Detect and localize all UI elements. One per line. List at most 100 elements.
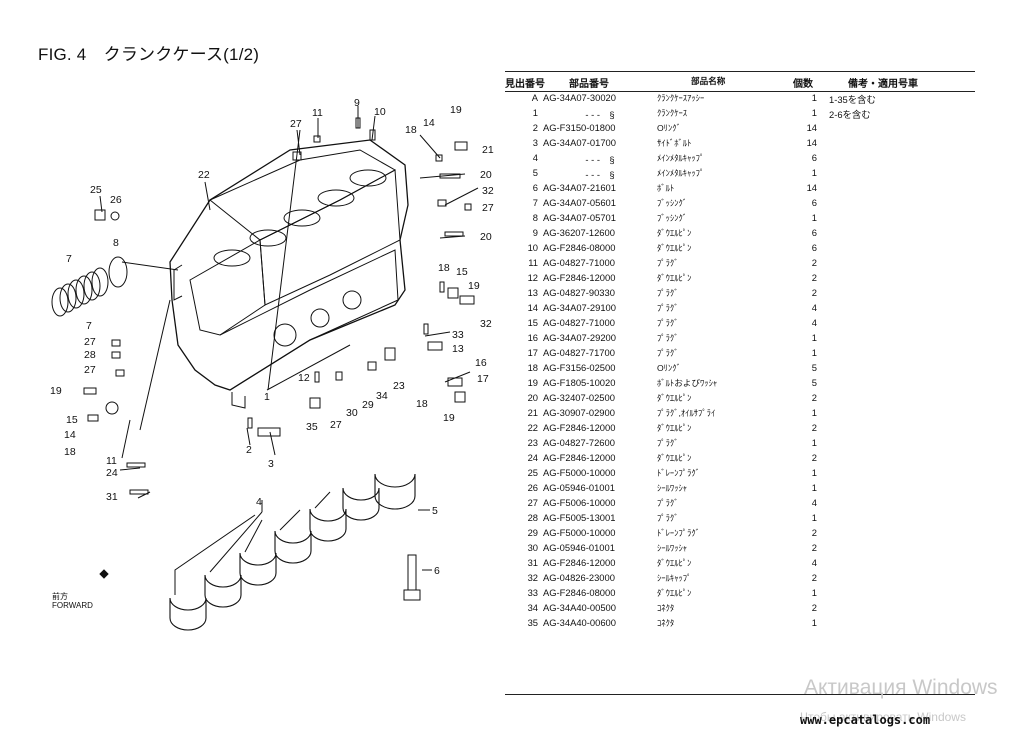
cell-part-no: AG-F1805-10020 (543, 377, 616, 388)
callout: 20 (480, 169, 492, 181)
cell-name: Oﾘﾝｸﾞ (657, 123, 681, 133)
callout: 21 (482, 144, 494, 156)
cell-qty: 2 (811, 272, 817, 283)
cell-ref: 21 (527, 407, 538, 418)
callout: 33 (452, 329, 464, 341)
cell-name: ﾎﾞﾙﾄ (657, 183, 675, 193)
cell-qty: 1 (811, 467, 817, 478)
main-bearing-caps (169, 473, 416, 631)
cell-qty: 6 (811, 197, 817, 208)
callout: 19 (450, 104, 462, 116)
callout: 15 (66, 414, 78, 426)
header-ref: 見出番号 (505, 79, 545, 90)
cell-qty: 4 (811, 317, 817, 328)
cell-ref: 23 (527, 437, 538, 448)
cell-ref: 10 (527, 242, 538, 253)
callout: 5 (432, 505, 438, 517)
cell-part-no: AG-05946-01001 (543, 542, 615, 553)
header-qty: 個数 (793, 79, 813, 90)
cell-ref: 3 (532, 137, 538, 148)
cell-part-no: - - - § (585, 109, 615, 120)
cell-qty: 6 (811, 227, 817, 238)
cell-part-no: AG-36207-12600 (543, 227, 615, 238)
cell-part-no: AG-04826-23000 (543, 572, 615, 583)
callout: 11 (312, 107, 323, 119)
cell-part-no: AG-F2846-08000 (543, 242, 616, 253)
cell-ref: 14 (527, 302, 538, 313)
callout: 24 (106, 467, 118, 479)
cell-name: ﾀﾞｳｴﾙﾋﾟﾝ (657, 588, 692, 598)
cell-ref: 1 (532, 107, 538, 118)
table-bottom-rule (505, 694, 975, 695)
cell-name: ﾌﾟﾗｸﾞ (657, 303, 679, 313)
cell-part-no: AG-F3150-01800 (543, 122, 616, 133)
table-header-rule (505, 91, 975, 92)
cell-ref: 24 (527, 452, 538, 463)
callout: 17 (477, 373, 489, 385)
cell-ref: 16 (527, 332, 538, 343)
cell-part-no: AG-34A07-01700 (543, 137, 616, 148)
cell-qty: 5 (811, 362, 817, 373)
callout: 30 (346, 407, 358, 419)
cell-remarks: 2-6を含む (829, 109, 871, 120)
cell-qty: 4 (811, 557, 817, 568)
cell-name: ﾀﾞｳｴﾙﾋﾟﾝ (657, 453, 692, 463)
cell-name: ﾀﾞｳｴﾙﾋﾟﾝ (657, 393, 692, 403)
cell-part-no: AG-F5005-13001 (543, 512, 616, 523)
cell-qty: 2 (811, 527, 817, 538)
cell-qty: 4 (811, 497, 817, 508)
cell-name: Oﾘﾝｸﾞ (657, 363, 681, 373)
cell-name: ﾒｲﾝﾒﾀﾙｷｬｯﾌﾟ (657, 153, 705, 163)
cell-ref: 29 (527, 527, 538, 538)
callout: 19 (468, 280, 480, 292)
cell-name: ｺﾈｸﾀ (657, 618, 675, 628)
callout: 14 (423, 117, 435, 129)
cell-qty: 2 (811, 542, 817, 553)
cell-qty: 2 (811, 422, 817, 433)
cell-part-no: AG-30907-02900 (543, 407, 615, 418)
cell-qty: 1 (811, 107, 817, 118)
cell-ref: 17 (527, 347, 538, 358)
cell-part-no: AG-34A07-21601 (543, 182, 616, 193)
cylinder-bore (213, 249, 251, 267)
cell-qty: 1 (811, 617, 817, 628)
cell-part-no: AG-F2846-12000 (543, 557, 616, 568)
callout: 32 (482, 185, 494, 197)
callout: 34 (376, 390, 388, 402)
table-header: 見出番号 部品番号 部品名称 個数 備考・適用号車 (505, 71, 975, 91)
callout: 26 (110, 194, 122, 206)
cell-part-no: AG-F2846-12000 (543, 422, 616, 433)
crankcase-block (169, 139, 409, 391)
cell-name: ｸﾗﾝｸｹｰｽｱｯｼｰ (657, 93, 705, 103)
callout: 23 (393, 380, 405, 392)
cell-ref: 9 (532, 227, 538, 238)
cell-ref: 13 (527, 287, 538, 298)
cell-part-no: AG-04827-90330 (543, 287, 615, 298)
cell-name: ｼｰﾙﾜｯｼｬ (657, 483, 688, 493)
callout: 27 (290, 118, 302, 130)
cell-name: ﾀﾞｳｴﾙﾋﾟﾝ (657, 243, 692, 253)
cell-qty: 5 (811, 377, 817, 388)
header-remarks: 備考・適用号車 (848, 79, 918, 90)
cell-part-no: AG-34A07-05701 (543, 212, 616, 223)
table-top-rule (505, 71, 975, 72)
cell-qty: 2 (811, 572, 817, 583)
callout: 18 (438, 262, 450, 274)
cell-qty: 6 (811, 152, 817, 163)
cell-ref: 30 (527, 542, 538, 553)
cell-ref: 26 (527, 482, 538, 493)
cell-part-no: AG-34A07-29100 (543, 302, 616, 313)
cell-name: ｻｲﾄﾞﾎﾞﾙﾄ (657, 138, 692, 148)
cell-ref: 22 (527, 422, 538, 433)
cell-name: ﾀﾞｳｴﾙﾋﾟﾝ (657, 273, 692, 283)
